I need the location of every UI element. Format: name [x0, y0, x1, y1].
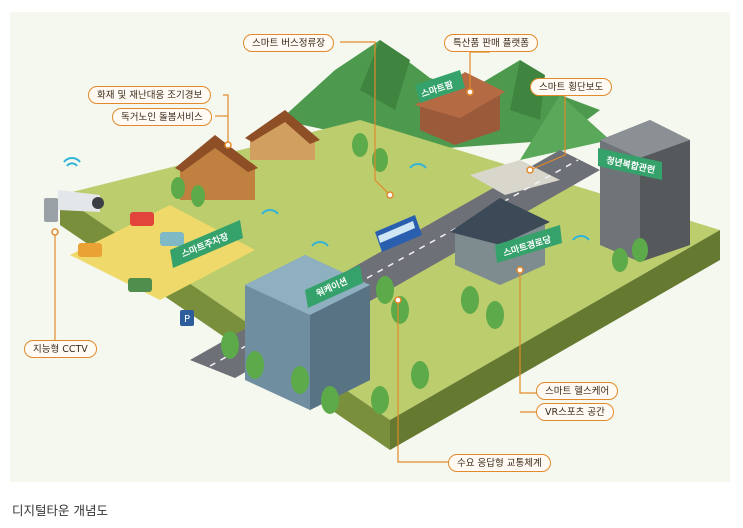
svg-text:P: P — [184, 314, 190, 325]
callout-elderly-care-service: 독거노인 돌봄서비스 — [112, 108, 212, 126]
parked-car-orange — [78, 243, 102, 257]
callout-smart-healthcare: 스마트 헬스케어 — [536, 382, 619, 400]
callout-smart-bus-stop: 스마트 버스정류장 — [243, 34, 334, 52]
parked-car-green — [128, 278, 152, 292]
crosswalk-area — [470, 160, 560, 195]
callout-disaster-early-warning: 화재 및 재난대응 조기경보 — [88, 86, 212, 104]
figure-caption: 디지털타운 개념도 — [12, 503, 108, 518]
callout-on-demand-transport: 수요 응답형 교통체계 — [448, 454, 551, 472]
parked-car-blue — [160, 232, 184, 246]
trees — [171, 133, 648, 414]
houses — [175, 110, 320, 200]
wifi-icons — [63, 157, 590, 247]
cctv-camera-icon — [44, 190, 104, 222]
smart-bus — [375, 215, 422, 252]
parking-lot: P — [70, 205, 255, 326]
callout-intelligent-cctv: 지능형 CCTV — [24, 340, 97, 358]
callout-smart-crosswalk: 스마트 횡단보도 — [530, 78, 613, 96]
callout-leader-lines — [54, 41, 566, 463]
callout-dots — [51, 88, 534, 304]
parked-car-red — [130, 212, 154, 226]
parking-sign-icon — [180, 310, 194, 326]
callout-vr-sports-space: VR스포츠 공간 — [536, 403, 614, 421]
callout-local-product-platform: 특산품 판매 플랫폼 — [444, 34, 538, 52]
